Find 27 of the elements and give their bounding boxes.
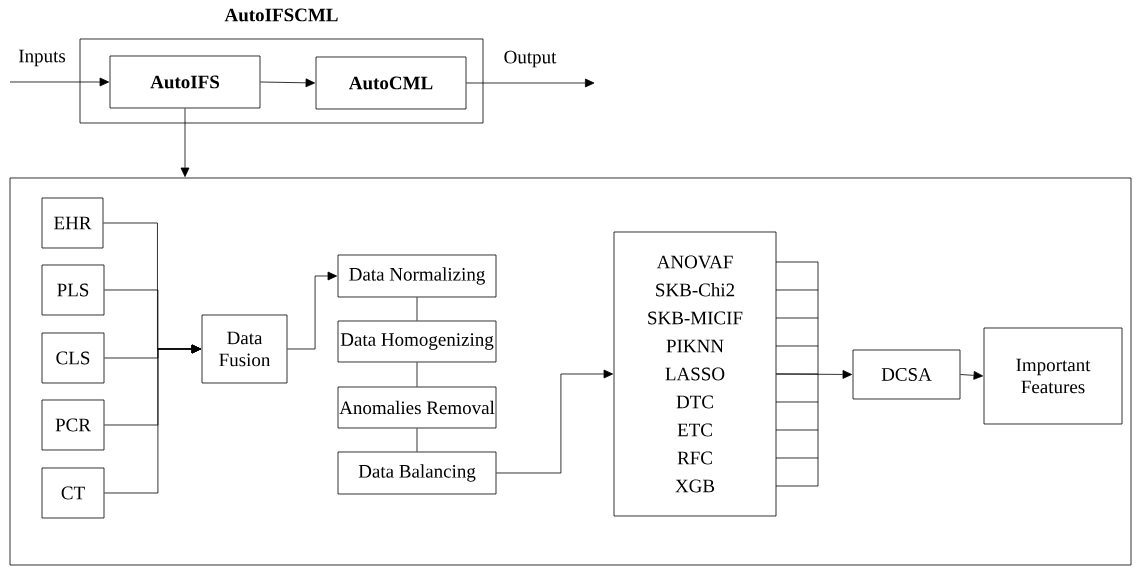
- process-box: Important Features: [983, 327, 1123, 425]
- arrow: [180, 108, 190, 177]
- arrow: [9, 77, 110, 87]
- process-box: PCR: [41, 399, 105, 451]
- arrow: [466, 78, 595, 88]
- process-box: AutoIFS: [109, 55, 261, 109]
- arrow: [960, 371, 984, 380]
- process-box: PLS: [41, 264, 105, 316]
- process-box: Data Balancing: [337, 451, 497, 495]
- arrow: [104, 344, 202, 494]
- process-box: CT: [41, 467, 105, 519]
- arrow: [496, 369, 614, 474]
- method-list-box: ANOVAF SKB-Chi2 SKB-MICIF PIKNN LASSO DTC ETC RFC XGB: [613, 231, 777, 517]
- process-box: DCSA: [852, 349, 961, 400]
- arrow: [260, 78, 316, 88]
- process-box: AutoCML: [315, 56, 467, 110]
- process-box: EHR: [41, 197, 104, 249]
- process-box: Data Normalizing: [337, 254, 497, 298]
- edge-label: Output: [504, 50, 557, 68]
- node-label: AutoIFSCML: [224, 8, 338, 22]
- process-box: Anomalies Removal: [337, 386, 497, 429]
- process-box: Data Homogenizing: [337, 320, 497, 363]
- arrow: [287, 271, 338, 350]
- panel-box: [9, 177, 1132, 566]
- process-box: CLS: [41, 332, 105, 384]
- edge-label: Inputs: [18, 49, 66, 67]
- process-box: Data Fusion: [201, 314, 288, 384]
